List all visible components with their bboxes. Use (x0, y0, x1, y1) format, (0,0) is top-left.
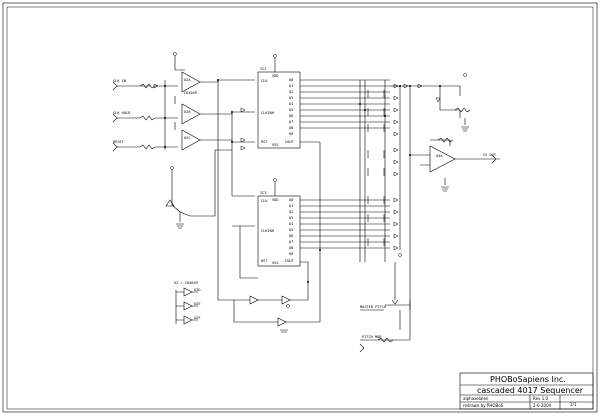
ic-top-vdd: VDD (272, 74, 279, 78)
cv-out-label: CV OUT (483, 153, 497, 157)
u2d-label: U2D (194, 288, 201, 292)
cd4049-label: CD4049 (184, 91, 197, 95)
ic-bottom-q0: Q0 (289, 198, 293, 202)
opamp-label: U4A (436, 154, 443, 158)
inverter-note: U2 = CD4049 (174, 281, 198, 285)
ic-bottom-cout: COUT (285, 259, 294, 263)
drawing-title: cascaded 4017 Sequencer (477, 386, 584, 395)
title-block (459, 372, 594, 410)
ic-top-outputs: Q0 Q1 Q2 Q3 Q4 Q5 Q6 Q7 Q8 Q9 (289, 78, 293, 136)
ic-bottom-rst: RST (261, 259, 268, 263)
ic-top-q1: Q1 (289, 84, 293, 88)
clk-hold-label: CLK HOLD (113, 111, 130, 115)
ic-top-clk: CLK (261, 79, 268, 83)
ic-bottom-clk: CLK (261, 199, 268, 203)
ic-top-q7: Q7 (289, 120, 293, 124)
ic-top-label: IC2 (260, 67, 267, 71)
ic-top-q4: Q4 (289, 102, 293, 106)
u2b-label: U2B (184, 110, 191, 114)
ic-top-vss: VSS (272, 143, 279, 147)
ic-top-q9: Q9 (289, 132, 293, 136)
ic-top-q5: Q5 (289, 108, 293, 112)
ic-bottom-clkinh: CLKINH (261, 229, 274, 233)
ic-top-q0: Q0 (289, 78, 293, 82)
ic-bottom-vdd: VDD (272, 198, 279, 202)
ic-top-clkinh: CLKINH (261, 111, 274, 115)
ic-bottom-vss: VSS (272, 261, 279, 265)
ic-bottom-q1: Q1 (289, 204, 293, 208)
ic-top-q8: Q8 (289, 126, 293, 130)
pitch-mod-label: PITCH MOD (362, 335, 381, 339)
credit-line-2: redrawn by PHOBoS (463, 403, 504, 408)
ic-bottom-label: IC3 (260, 191, 267, 195)
ic-top-q3: Q3 (289, 96, 293, 100)
company-name: PHOBoSapiens Inc. (490, 375, 566, 384)
master-pitch-label: MASTER PITCH (360, 305, 386, 309)
ic-bottom-q8: Q8 (289, 246, 293, 250)
supply-symbols (170, 52, 469, 333)
date: 2-6-2004 (533, 403, 552, 408)
u2f-label: U2F (194, 316, 201, 320)
junctions (164, 79, 441, 283)
ic-top-q6: Q6 (289, 114, 293, 118)
ic-bottom-q2: Q2 (289, 210, 293, 214)
ic-bottom-q3: Q3 (289, 216, 293, 220)
ic-bottom-q7: Q7 (289, 240, 293, 244)
clk-in-label: CLK IN (113, 79, 126, 83)
wiring (117, 56, 495, 343)
u2e-label: U2E (194, 302, 201, 306)
ic-top-rst: RST (261, 140, 268, 144)
ic-bottom-q5: Q5 (289, 228, 293, 232)
jack-symbols (112, 81, 500, 353)
ic-top-q2: Q2 (289, 90, 293, 94)
ic-bottom-q6: Q6 (289, 234, 293, 238)
diode-matrix (153, 83, 441, 251)
ic-bottom-q9: Q9 (289, 252, 293, 256)
revision: Rev 1.0 (533, 396, 549, 401)
u2a-label: U2A (184, 78, 191, 82)
ic-bottom-outputs: Q0 Q1 Q2 Q3 Q4 Q5 Q6 Q7 Q8 Q9 (289, 198, 293, 256)
ic-bottom-q4: Q4 (289, 222, 293, 226)
inner-frame (6, 6, 594, 410)
u2c-label: U2C (184, 136, 191, 140)
credit-line-1: alphaxelalen (463, 396, 489, 401)
sheet-number: 1/1 (570, 402, 577, 407)
reset-label: RESET (113, 140, 125, 144)
ic-top-cout: COUT (285, 140, 294, 144)
